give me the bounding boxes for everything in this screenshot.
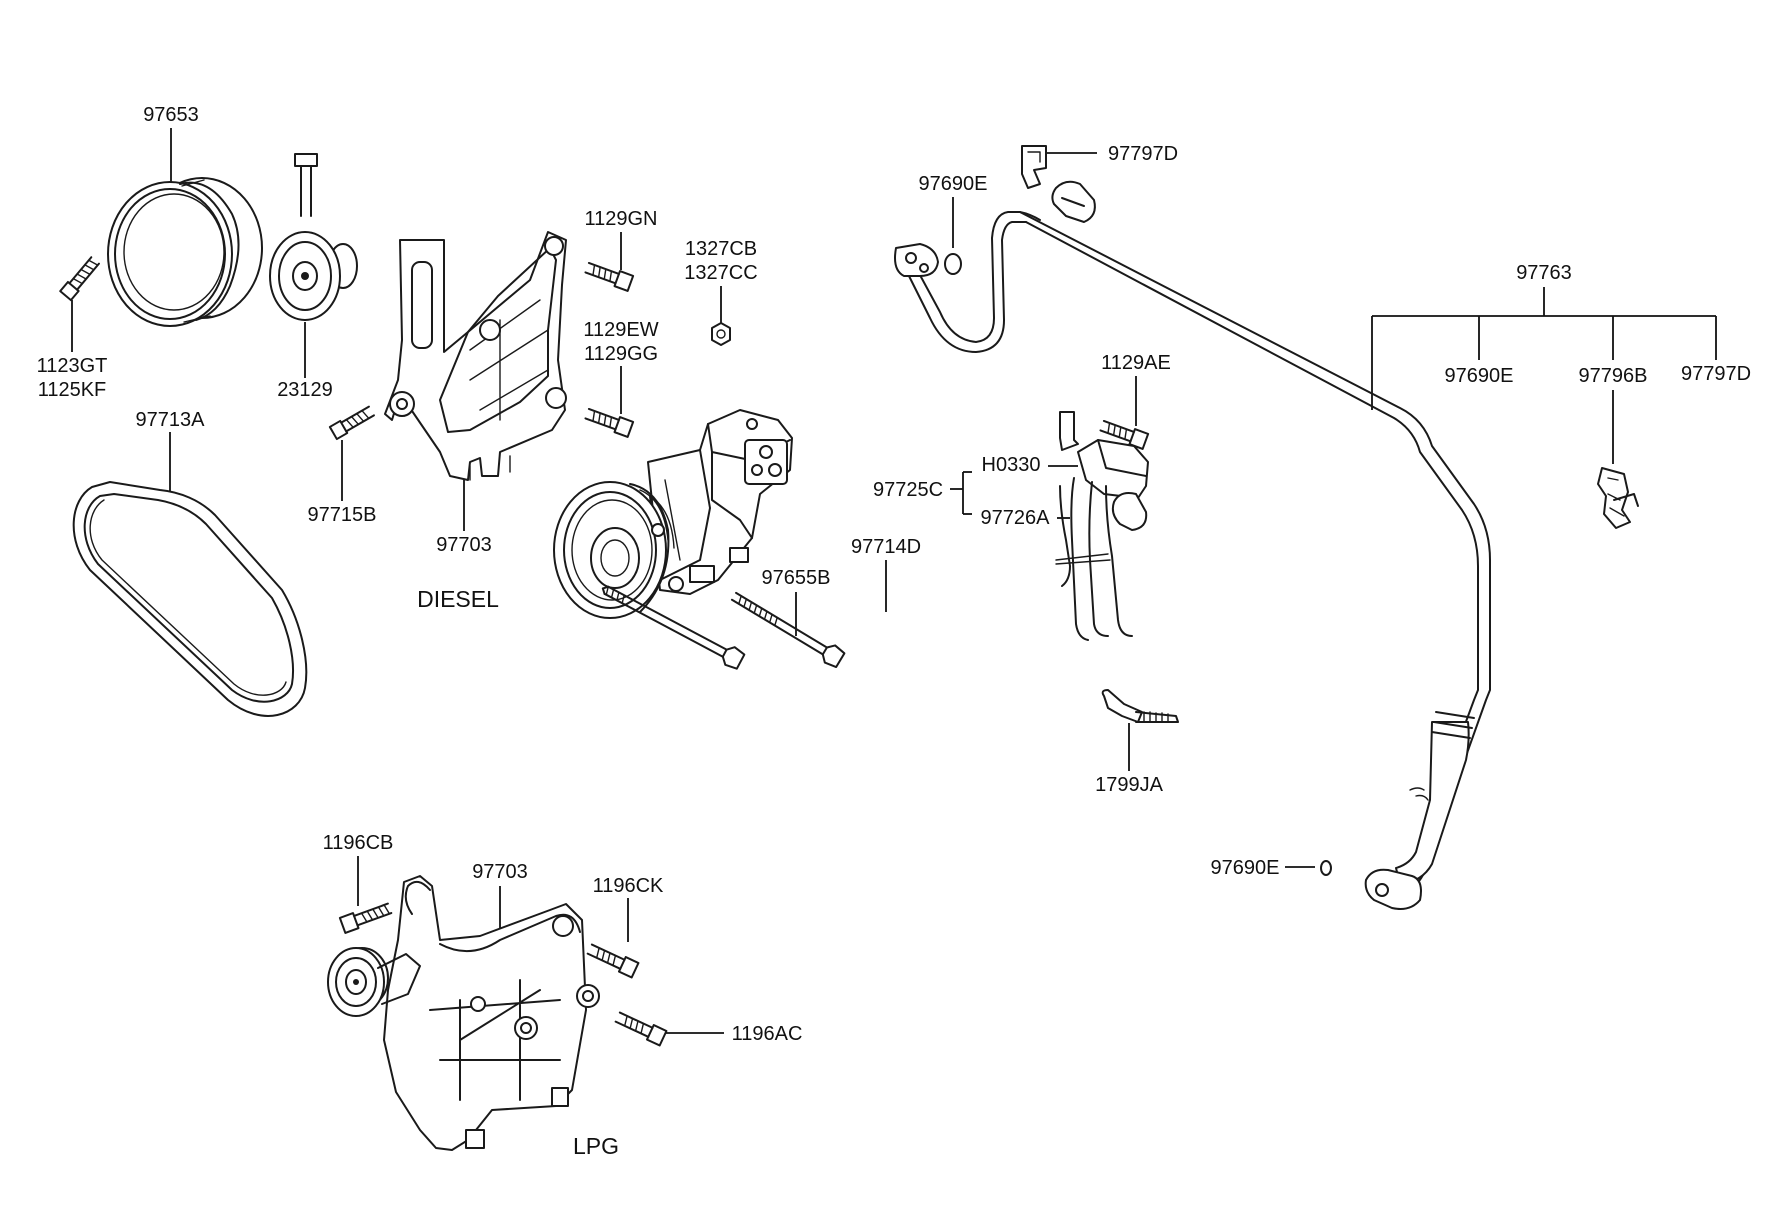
label-97703-diesel: 97703	[436, 534, 492, 556]
label-1129gn: 1129GN	[584, 208, 657, 230]
o-ring-icon	[1320, 860, 1332, 876]
label-97714d: 97714D	[851, 536, 921, 558]
cable-tie-icon	[1101, 689, 1179, 723]
bolt-icon	[328, 405, 375, 441]
label-h0330: H0330	[982, 454, 1041, 476]
compressor-icon	[553, 409, 793, 619]
label-1196ck: 1196CK	[593, 875, 664, 897]
bolt-icon	[1099, 419, 1150, 450]
label-1129ae: 1129AE	[1101, 352, 1171, 374]
caption-diesel: DIESEL	[417, 586, 499, 612]
label-97725c: 97725C	[873, 479, 943, 501]
long-bolt-icon	[601, 585, 746, 670]
bolt-icon	[586, 943, 640, 979]
clamp-icon	[1021, 145, 1096, 223]
refrigerant-hose-icon	[894, 211, 1491, 910]
pressure-switch-icon	[1055, 411, 1149, 641]
bolt-icon	[584, 261, 635, 292]
leader-lines	[71, 128, 1717, 1034]
label-97715b: 97715B	[308, 504, 377, 526]
label-1799ja: 1799JA	[1095, 774, 1163, 796]
label-97726a: 97726A	[981, 507, 1051, 529]
long-bolt-icon	[730, 591, 846, 669]
label-97796b: 97796B	[1579, 365, 1648, 387]
idler-pulley-icon	[269, 153, 358, 321]
label-1125kf: 1125KF	[38, 379, 107, 401]
label-1123gt: 1123GT	[37, 355, 108, 377]
label-97713a: 97713A	[136, 409, 206, 431]
label-23129: 23129	[277, 379, 333, 401]
caption-lpg: LPG	[573, 1133, 619, 1159]
label-1196cb: 1196CB	[323, 832, 394, 854]
bolt-icon	[584, 407, 635, 438]
part-labels: 97653 1123GT 1125KF 23129 97713A 97715B …	[37, 104, 1751, 1159]
label-97797d-right: 97797D	[1681, 363, 1751, 385]
label-97690e-right: 97690E	[1445, 365, 1514, 387]
label-1327cc: 1327CC	[684, 262, 757, 284]
label-97690e-bottom: 97690E	[1211, 857, 1280, 879]
bracket-icon	[384, 231, 567, 481]
bolt-icon	[614, 1011, 668, 1047]
label-97653: 97653	[143, 104, 199, 126]
clamp-icon	[1597, 467, 1639, 529]
bolt-icon	[338, 902, 393, 934]
label-97655b: 97655B	[762, 567, 831, 589]
label-97690e-top: 97690E	[919, 173, 988, 195]
label-1196ac: 1196AC	[732, 1023, 803, 1045]
drive-belt-icon	[72, 481, 308, 717]
label-97703-lpg: 97703	[472, 861, 528, 883]
label-1327cb: 1327CB	[685, 238, 757, 260]
bracket-icon	[327, 875, 600, 1151]
label-97763: 97763	[1516, 262, 1572, 284]
o-ring-icon	[944, 253, 962, 275]
bolt-icon	[59, 256, 100, 302]
label-1129gg: 1129GG	[584, 343, 658, 365]
nut-icon	[711, 322, 731, 346]
label-1129ew: 1129EW	[583, 319, 658, 341]
label-97797d-top: 97797D	[1108, 143, 1178, 165]
pulley-icon	[107, 177, 263, 327]
